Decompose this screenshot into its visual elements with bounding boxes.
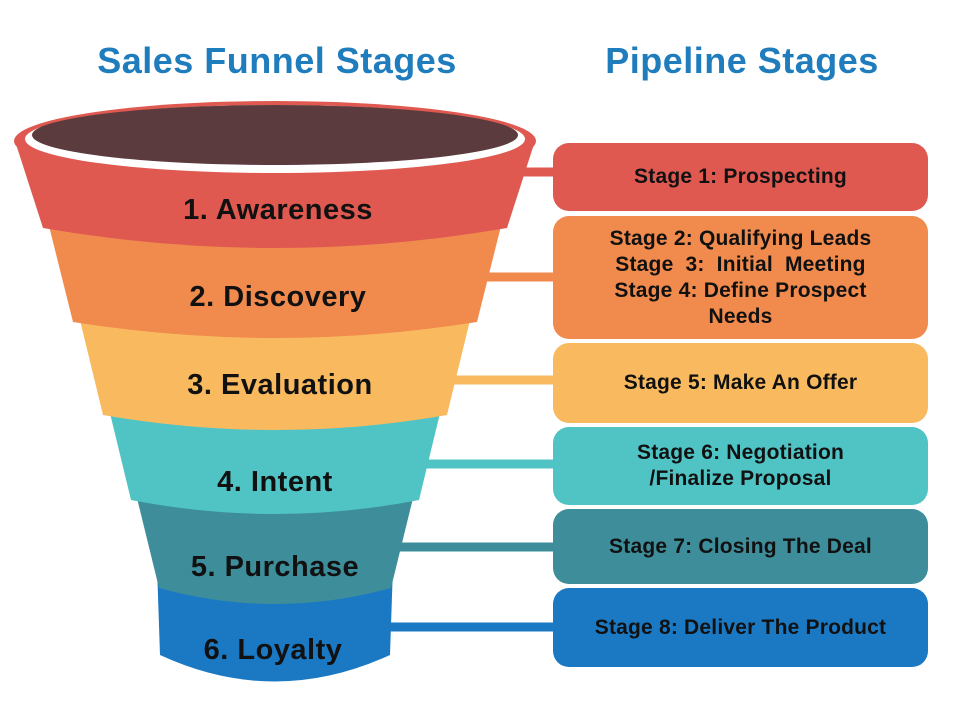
funnel-label-awareness: 1. Awareness: [183, 194, 373, 226]
left-title: Sales Funnel Stages: [97, 40, 457, 81]
pipeline-box-stages-2-3-4: Stage 2: Qualifying Leads Stage 3: Initi…: [553, 216, 928, 339]
pipeline-box-stage-6: Stage 6: Negotiation /Finalize Proposal: [553, 427, 928, 505]
funnel-stage-intent: [108, 405, 442, 514]
pipeline-box-stage-6-label: Stage 6: Negotiation /Finalize Proposal: [636, 441, 845, 490]
funnel-stage-evaluation: [78, 312, 472, 430]
funnel-label-intent: 4. Intent: [217, 466, 333, 498]
pipeline-box-stage-7-label: Stage 7: Closing The Deal: [609, 534, 872, 558]
pipeline-boxes: Stage 1: Prospecting Stage 2: Qualifying…: [553, 0, 928, 720]
pipeline-box-stage-8: Stage 8: Deliver The Product: [553, 588, 928, 667]
right-title: Pipeline Stages: [605, 40, 879, 81]
pipeline-box-stage-5-label: Stage 5: Make An Offer: [623, 371, 858, 394]
pipeline-box-stage-1-label: Stage 1: Prospecting: [634, 165, 847, 188]
funnel-label-evaluation: 3. Evaluation: [187, 369, 372, 401]
pipeline-box-stage-5: Stage 5: Make An Offer: [553, 343, 928, 423]
funnel-labels: 1. Awareness 2. Discovery 3. Evaluation …: [183, 194, 373, 666]
funnel-mouth-opening: [32, 105, 518, 165]
funnel-label-loyalty: 6. Loyalty: [204, 634, 343, 666]
funnel-stage-purchase: [135, 490, 415, 604]
pipeline-box-stages-2-3-4-label: Stage 2: Qualifying Leads Stage 3: Initi…: [609, 226, 872, 328]
funnel-stage-discovery: [47, 218, 503, 338]
pipeline-box-stage-8-label: Stage 8: Deliver The Product: [594, 615, 887, 639]
pipeline-box-stage-1: Stage 1: Prospecting: [553, 143, 928, 211]
funnel-label-discovery: 2. Discovery: [190, 281, 367, 313]
pipeline-box-stage-7: Stage 7: Closing The Deal: [553, 509, 928, 584]
funnel-label-purchase: 5. Purchase: [191, 551, 359, 583]
